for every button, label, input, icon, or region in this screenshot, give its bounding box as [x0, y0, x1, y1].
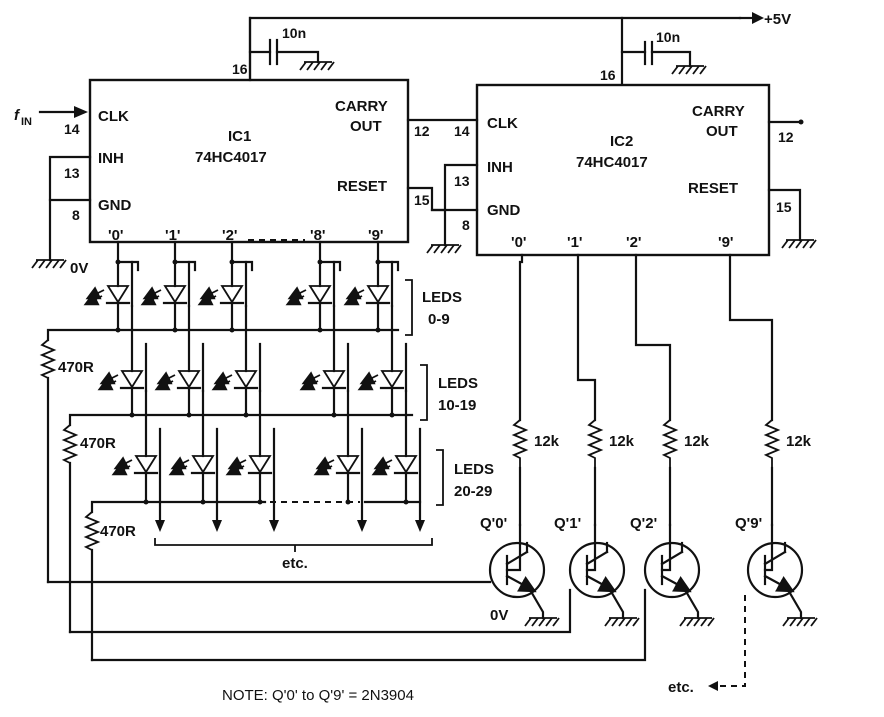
decoupling-cap-label-2: 10n: [656, 29, 680, 45]
ic1-out-1: '1': [165, 227, 180, 244]
ic2-pinnum-vcc: 16: [600, 67, 616, 83]
resistor-12k-2: 12k: [609, 433, 635, 450]
etc-label-drivers: etc.: [668, 679, 694, 696]
led-r1-c3: [197, 285, 245, 306]
ic1-input-wiring: f IN 0V: [14, 16, 252, 277]
input-label: f: [14, 107, 21, 124]
transistor-label-3: Q'2': [630, 515, 657, 532]
row-drive-wiring: etc.: [46, 580, 746, 696]
ground-label: 0V: [70, 260, 88, 277]
note-text: NOTE: Q'0' to Q'9' = 2N3904: [222, 687, 414, 704]
led-r2-c3: [211, 370, 259, 391]
ic2-pin-clk: CLK: [487, 115, 518, 132]
series-resistors: 470R 470R 470R: [39, 328, 422, 662]
ic2-pinnum-reset: 15: [776, 199, 792, 215]
ic2-pin-carry: CARRY: [692, 103, 745, 120]
ic1-out-9: '9': [368, 227, 383, 244]
etc-label-matrix: etc.: [282, 555, 308, 572]
led-r2-c4: [299, 370, 347, 391]
resistor-12k-4: 12k: [786, 433, 812, 450]
decoupling-cap-label-1: 10n: [282, 25, 306, 41]
led-r1-c5: [343, 285, 391, 306]
led-r3-c2: [168, 455, 216, 476]
ic2-name: IC2: [610, 133, 633, 150]
ic2-pin-inh: INH: [487, 159, 513, 176]
led-group-2-line2: 10-19: [438, 397, 476, 414]
resistor-470-2: 470R: [80, 435, 116, 452]
ic2-pin-gnd: GND: [487, 202, 521, 219]
led-group-1-line1: LEDS: [422, 289, 462, 306]
ic2-pin-reset: RESET: [688, 180, 738, 197]
ic2-pinnum-clk: 14: [454, 123, 470, 139]
transistor-label-1: Q'0': [480, 515, 507, 532]
ic1-part: 74HC4017: [195, 149, 267, 166]
led-r2-c2: [154, 370, 202, 391]
transistor-label-4: Q'9': [735, 515, 762, 532]
ic2-pinnum-carry: 12: [778, 129, 794, 145]
driver-ground-label: 0V: [490, 607, 508, 624]
decoupling-capacitor-ic2: 10n: [620, 29, 707, 75]
ic1-out-0: '0': [108, 227, 123, 244]
ic1-pin-gnd: GND: [98, 197, 132, 214]
led-r3-c3: [225, 455, 273, 476]
led-r1-c2: [140, 285, 188, 306]
ic1-pinnum-clk: 14: [64, 121, 80, 137]
ic1-pinnum-inh: 13: [64, 165, 80, 181]
ic2-out-2: '2': [626, 234, 641, 251]
ic1-pinnum-reset: 15: [414, 192, 430, 208]
led-group-3-line2: 20-29: [454, 483, 492, 500]
ic1-pinnum-vcc: 16: [232, 61, 248, 77]
ic2-out-1: '1': [567, 234, 582, 251]
led-group-labels: LEDS 0-9 LEDS 10-19 LEDS 20-29: [405, 279, 494, 506]
ic1-pin-inh: INH: [98, 150, 124, 167]
ic2-out-9: '9': [718, 234, 733, 251]
resistor-12k-3: 12k: [684, 433, 710, 450]
led-r1-c1: [83, 285, 131, 306]
ic2: IC2 74HC4017 CLK INH GND CARRY OUT RESET…: [454, 67, 794, 257]
ic1-pinnum-carry: 12: [414, 123, 430, 139]
ic1: IC1 74HC4017 CLK INH GND CARRY OUT RESET…: [64, 61, 430, 244]
inter-ic-wiring: [406, 84, 817, 254]
decoupling-capacitor-ic1: 10n: [248, 25, 335, 71]
led-matrix: [83, 240, 425, 532]
led-group-1-line2: 0-9: [428, 311, 450, 328]
ic1-out-8: '8': [310, 227, 325, 244]
ic1-out-2: '2': [222, 227, 237, 244]
led-r3-c4: [313, 455, 361, 476]
matrix-etc: etc.: [154, 538, 433, 572]
led-r2-c5: [357, 370, 405, 391]
led-r3-c5: [371, 455, 419, 476]
resistor-470-3: 470R: [100, 523, 136, 540]
supply-label: +5V: [764, 11, 791, 28]
ic2-pinnum-gnd: 8: [462, 217, 470, 233]
ic1-pin-reset: RESET: [337, 178, 387, 195]
led-r2-c1: [97, 370, 145, 391]
led-group-3-line1: LEDS: [454, 461, 494, 478]
transistor-label-2: Q'1': [554, 515, 581, 532]
led-group-2-line1: LEDS: [438, 375, 478, 392]
ic2-pin-out: OUT: [706, 123, 738, 140]
ic2-out-0: '0': [511, 234, 526, 251]
ic1-pinnum-gnd: 8: [72, 207, 80, 223]
ic1-pin-carry: CARRY: [335, 98, 388, 115]
ic2-part: 74HC4017: [576, 154, 648, 171]
resistor-470-1: 470R: [58, 359, 94, 376]
supply-rail: +5V: [248, 11, 791, 87]
ic1-pin-clk: CLK: [98, 108, 129, 125]
ic2-pinnum-inh: 13: [454, 173, 470, 189]
led-r3-c1: [111, 455, 159, 476]
ic1-pin-out: OUT: [350, 118, 382, 135]
led-r1-c4: [285, 285, 333, 306]
resistor-12k-1: 12k: [534, 433, 560, 450]
ic1-name: IC1: [228, 128, 251, 145]
input-label-sub: IN: [21, 116, 32, 128]
